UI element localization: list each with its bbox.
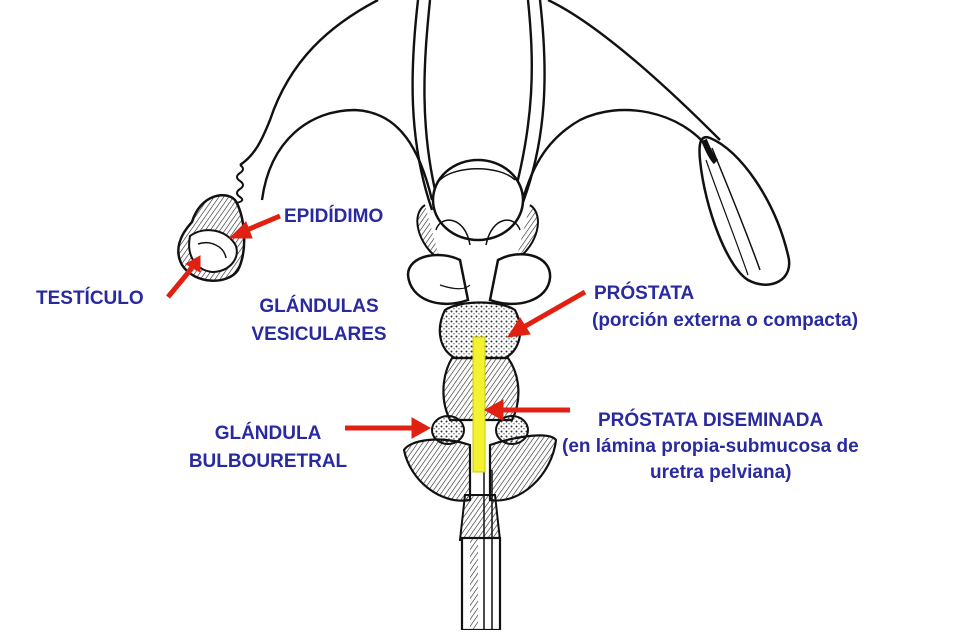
label-prostata: PRÓSTATA: [594, 283, 695, 304]
label-glandula-bulbouretral-2: BULBOURETRAL: [188, 451, 348, 472]
label-prostata-subtitle: (porción externa o compacta): [592, 310, 859, 331]
urethra-highlight: [472, 336, 486, 473]
label-prostata-diseminada: PRÓSTATA DISEMINADA: [598, 410, 824, 431]
right-testis: [698, 136, 791, 286]
seminal-vesicles: [406, 252, 552, 306]
arrow-testiculo: [166, 255, 201, 299]
label-glandulas-vesiculares-1: GLÁNDULAS: [259, 296, 379, 317]
label-prostata-diseminada-line2: (en lámina propia-submucosa de: [562, 436, 859, 457]
prostate-compact: [438, 301, 522, 360]
label-glandulas-vesiculares-2: VESICULARES: [251, 324, 387, 345]
penile-bulb: [402, 434, 558, 541]
label-glandula-bulbouretral-1: GLÁNDULA: [214, 423, 322, 444]
coiled-duct: [235, 164, 244, 204]
label-epididimo: EPIDÍDIMO: [284, 206, 384, 227]
label-prostata-diseminada-line3: uretra pelviana): [650, 462, 792, 483]
ductus-deferens: [239, 0, 721, 211]
pointer-arrows: [166, 213, 587, 439]
arrow-glandula-bulbouretral: [345, 417, 432, 439]
arrow-prostata-diseminada: [483, 399, 570, 421]
label-testiculo: TESTÍCULO: [36, 288, 144, 309]
arrow-prostata: [507, 289, 587, 338]
arrow-epididimo: [228, 213, 281, 239]
bladder: [416, 158, 539, 261]
penis-shaft: [460, 470, 502, 632]
